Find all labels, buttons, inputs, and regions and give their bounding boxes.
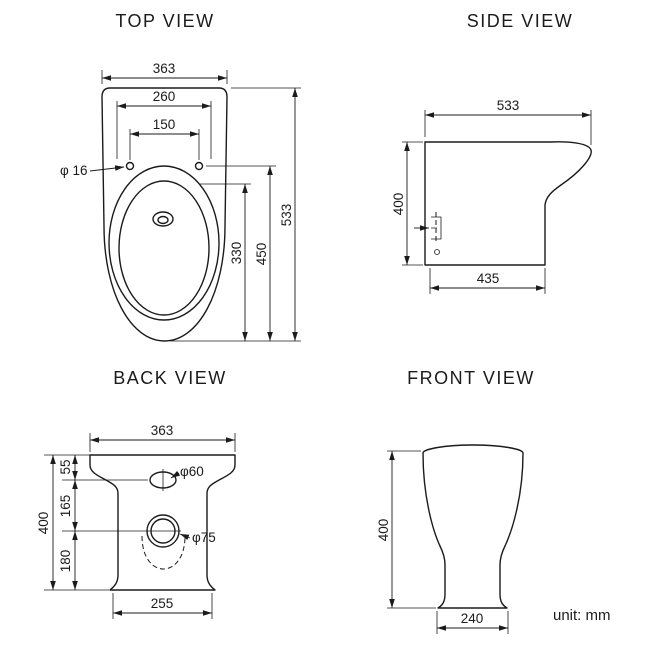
back-inlet-to-outlet-label: 165 [58,495,73,518]
back-view-title: BACK VIEW [113,368,227,388]
toilet-back-body-outline [89,454,236,591]
top-seat-width-label: 260 [153,89,176,104]
back-base-width-label: 255 [151,596,174,611]
trapway-hidden-line [141,535,186,570]
seat-outer-ring [108,165,220,321]
flush-outlet-inner [157,215,169,225]
back-outlet-dia-label: φ75 [192,530,216,545]
leader-line [179,533,191,540]
hinge-hole-left [125,161,135,171]
top-view-outline [101,87,228,342]
back-view-outline [89,454,236,591]
toilet-top-body-outline [101,87,228,342]
front-view-dimensions: 400 240 [376,450,509,634]
top-hinge-to-front-label: 450 [254,243,269,266]
side-base-depth-label: 435 [477,271,500,286]
seat-inner-ring [118,180,210,316]
back-height-label: 400 [36,512,51,535]
side-view-outline [414,141,592,266]
leader-line [89,165,125,172]
back-view-dimensions: 363 φ60 φ75 55 165 180 400 255 [36,423,236,619]
top-view-dimensions: 363 260 150 φ 16 330 450 533 [60,61,301,342]
side-view: SIDE VIEW 533 400 435 [391,11,592,294]
top-hinge-hole-dia-label: φ 16 [60,163,88,178]
front-view-title: FRONT VIEW [407,368,535,388]
back-view: BACK VIEW 363 φ60 φ75 [36,368,236,619]
front-view-outline [422,444,524,609]
front-view: FRONT VIEW 400 240 [376,368,535,634]
top-overall-width-label: 363 [153,61,176,76]
toilet-front-silhouette [422,444,524,609]
toilet-side-profile [424,141,592,266]
unit-note: unit: mm [553,607,611,624]
top-overall-depth-label: 533 [279,204,294,227]
side-view-dimensions: 533 400 435 [391,98,592,294]
hinge-hole-right [194,161,204,171]
back-inlet-dia-label: φ60 [180,464,204,479]
top-bowl-depth-label: 330 [229,242,244,265]
back-top-to-inlet-label: 55 [58,459,73,474]
top-hinge-spacing-label: 150 [153,117,176,132]
top-view: TOP VIEW 363 260 150 [60,11,301,342]
leader-line [170,470,181,479]
side-view-title: SIDE VIEW [467,11,574,31]
top-view-title: TOP VIEW [115,11,214,31]
back-overall-width-label: 363 [151,423,174,438]
front-height-label: 400 [376,519,391,542]
side-overall-depth-label: 533 [497,98,520,113]
drain-hole-detail [434,249,440,255]
flush-outlet-outer [152,211,174,227]
front-base-width-label: 240 [461,611,484,626]
side-height-label: 400 [391,193,406,216]
back-outlet-to-floor-label: 180 [58,550,73,573]
